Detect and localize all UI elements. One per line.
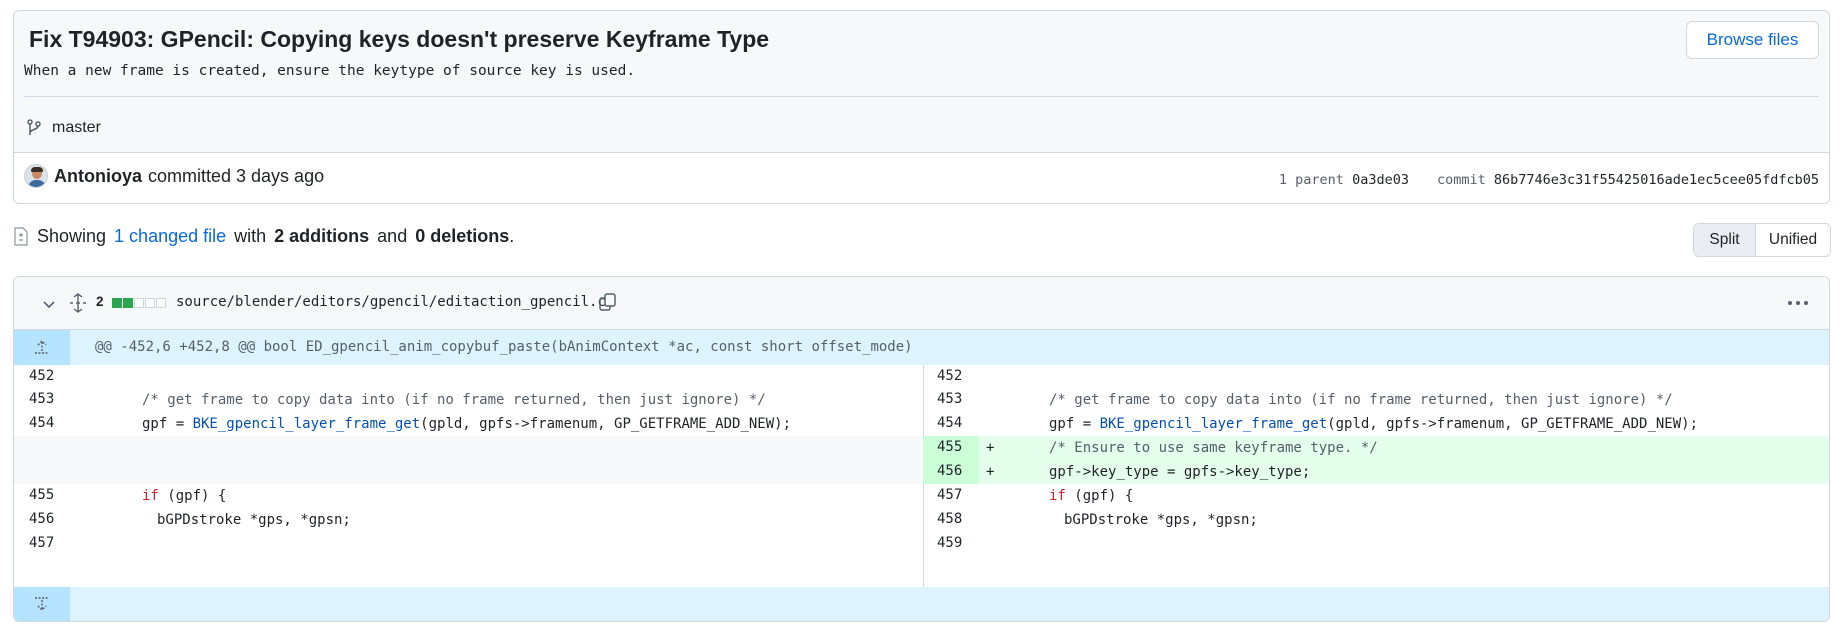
diff-summary: Showing 1 changed file with 2 additions … xyxy=(13,226,514,247)
line-number[interactable]: 458 xyxy=(937,511,963,527)
line-number[interactable]: 457 xyxy=(937,487,963,503)
unfold-icon[interactable] xyxy=(69,293,87,313)
parent-sha-link[interactable]: 0a3de03 xyxy=(1352,172,1409,188)
diff-row: 455 if (gpf) { 457 if (gpf) { xyxy=(14,484,1829,508)
code-line: bGPDstroke *gps, *gpsn; xyxy=(1064,512,1258,528)
line-number[interactable]: 452 xyxy=(937,368,963,384)
line-number[interactable]: 454 xyxy=(937,415,963,431)
expand-up-button[interactable] xyxy=(14,330,70,365)
committed-time: committed 3 days ago xyxy=(148,165,325,186)
line-number[interactable]: 455 xyxy=(29,487,55,503)
code-line: gpf = BKE_gpencil_layer_frame_get(gpld, … xyxy=(142,416,792,432)
deletions-count: 0 deletions xyxy=(415,226,510,246)
hunk-header-text: @@ -452,6 +452,8 @@ bool ED_gpencil_anim… xyxy=(95,339,913,355)
git-branch-icon xyxy=(27,119,41,135)
addition-marker: + xyxy=(986,464,995,480)
diffstat-block-added xyxy=(123,298,133,308)
branch-name[interactable]: master xyxy=(52,119,101,136)
code-line: /* Ensure to use same keyframe type. */ xyxy=(1049,440,1378,456)
commit-description: When a new frame is created, ensure the … xyxy=(24,63,636,79)
diff-row: 456 + gpf->key_type = gpfs->key_type; xyxy=(14,460,1829,484)
change-count: 2 xyxy=(96,294,104,309)
divider xyxy=(24,96,1819,97)
code-line: gpf->key_type = gpfs->key_type; xyxy=(1049,464,1311,480)
file-diff-icon xyxy=(14,226,28,246)
code-line: if (gpf) { xyxy=(142,488,227,504)
diff-row: 457 459 xyxy=(14,532,1829,556)
line-number[interactable]: 452 xyxy=(29,368,55,384)
branch-container[interactable]: master xyxy=(26,119,101,137)
code-line: /* get frame to copy data into (if no fr… xyxy=(1049,392,1673,408)
line-number[interactable]: 457 xyxy=(29,535,55,551)
commit-info: commit 86b7746e3c31f55425016ade1ec5cee05… xyxy=(1437,172,1819,188)
diffstat-block-added xyxy=(112,298,122,308)
diffstat-bar xyxy=(112,298,166,308)
diffstat-block-neutral xyxy=(156,298,166,308)
chevron-down-icon[interactable] xyxy=(40,295,58,313)
expand-down-button[interactable] xyxy=(14,587,70,621)
line-number[interactable]: 459 xyxy=(937,535,963,551)
code-line: bGPDstroke *gps, *gpsn; xyxy=(157,512,351,528)
commit-label: commit xyxy=(1436,172,1486,188)
line-number[interactable]: 456 xyxy=(29,511,55,527)
diffstat-block-neutral xyxy=(145,298,155,308)
diff-row: 452 452 xyxy=(14,365,1829,388)
line-number[interactable]: 453 xyxy=(937,391,963,407)
fold-down-icon xyxy=(35,597,49,611)
fold-up-icon xyxy=(35,340,49,354)
commit-title: Fix T94903: GPencil: Copying keys doesn'… xyxy=(29,26,770,52)
parent-label: 1 parent xyxy=(1278,172,1344,188)
file-path-link[interactable]: source/blender/editors/gpencil/editactio… xyxy=(176,294,606,310)
additions-count: 2 additions xyxy=(274,226,370,246)
line-number[interactable]: 454 xyxy=(29,415,55,431)
hunk-footer xyxy=(14,587,1829,621)
diffstat-block-neutral xyxy=(134,298,144,308)
unified-view-button[interactable]: Unified xyxy=(1756,224,1830,256)
commit-sha: 86b7746e3c31f55425016ade1ec5cee05fdfcb05 xyxy=(1493,172,1819,188)
and-text: and xyxy=(377,226,408,246)
hunk-header: @@ -452,6 +452,8 @@ bool ED_gpencil_anim… xyxy=(14,330,1829,365)
diff-row: 454 gpf = BKE_gpencil_layer_frame_get(gp… xyxy=(14,412,1829,436)
commit-meta: 1 parent 0a3de03 commit 86b7746e3c31f554… xyxy=(1279,172,1819,188)
diff-file: 2 source/blender/editors/gpencil/editact… xyxy=(13,276,1830,622)
showing-text: Showing xyxy=(37,226,107,246)
parent-info: 1 parent 0a3de03 xyxy=(1279,172,1409,188)
code-line: gpf = BKE_gpencil_layer_frame_get(gpld, … xyxy=(1049,416,1699,432)
commit-author-row: Antonioya committed 3 days ago 1 parent … xyxy=(14,154,1829,203)
line-number[interactable]: 456 xyxy=(923,460,979,484)
split-view-button[interactable]: Split xyxy=(1694,224,1756,256)
commit-header: Fix T94903: GPencil: Copying keys doesn'… xyxy=(13,10,1830,204)
avatar[interactable] xyxy=(24,164,48,188)
file-header: 2 source/blender/editors/gpencil/editact… xyxy=(14,277,1829,330)
diff-row: 453 /* get frame to copy data into (if n… xyxy=(14,388,1829,412)
diff-row: 456 bGPDstroke *gps, *gpsn; 458 bGPDstro… xyxy=(14,508,1829,532)
author-name[interactable]: Antonioya xyxy=(54,165,142,186)
line-number[interactable]: 453 xyxy=(29,391,55,407)
code-line: /* get frame to copy data into (if no fr… xyxy=(142,392,766,408)
kebab-horizontal-icon[interactable] xyxy=(1787,295,1809,311)
period: . xyxy=(509,226,515,246)
code-line: if (gpf) { xyxy=(1049,488,1134,504)
author-info: Antonioya committed 3 days ago xyxy=(24,164,324,188)
diff-table: 452 452 453 /* get frame to copy data in… xyxy=(14,365,1829,587)
with-text: with xyxy=(234,226,267,246)
copy-icon[interactable] xyxy=(598,292,618,312)
browse-files-button[interactable]: Browse files xyxy=(1686,21,1819,59)
addition-marker: + xyxy=(986,440,995,456)
commit-summary-panel: Fix T94903: GPencil: Copying keys doesn'… xyxy=(14,11,1829,153)
diff-view-toggle: Split Unified xyxy=(1693,223,1831,257)
changed-files-link[interactable]: 1 changed file xyxy=(114,226,227,246)
line-number[interactable]: 455 xyxy=(923,436,979,460)
diff-row: 455 + /* Ensure to use same keyframe type… xyxy=(14,436,1829,460)
